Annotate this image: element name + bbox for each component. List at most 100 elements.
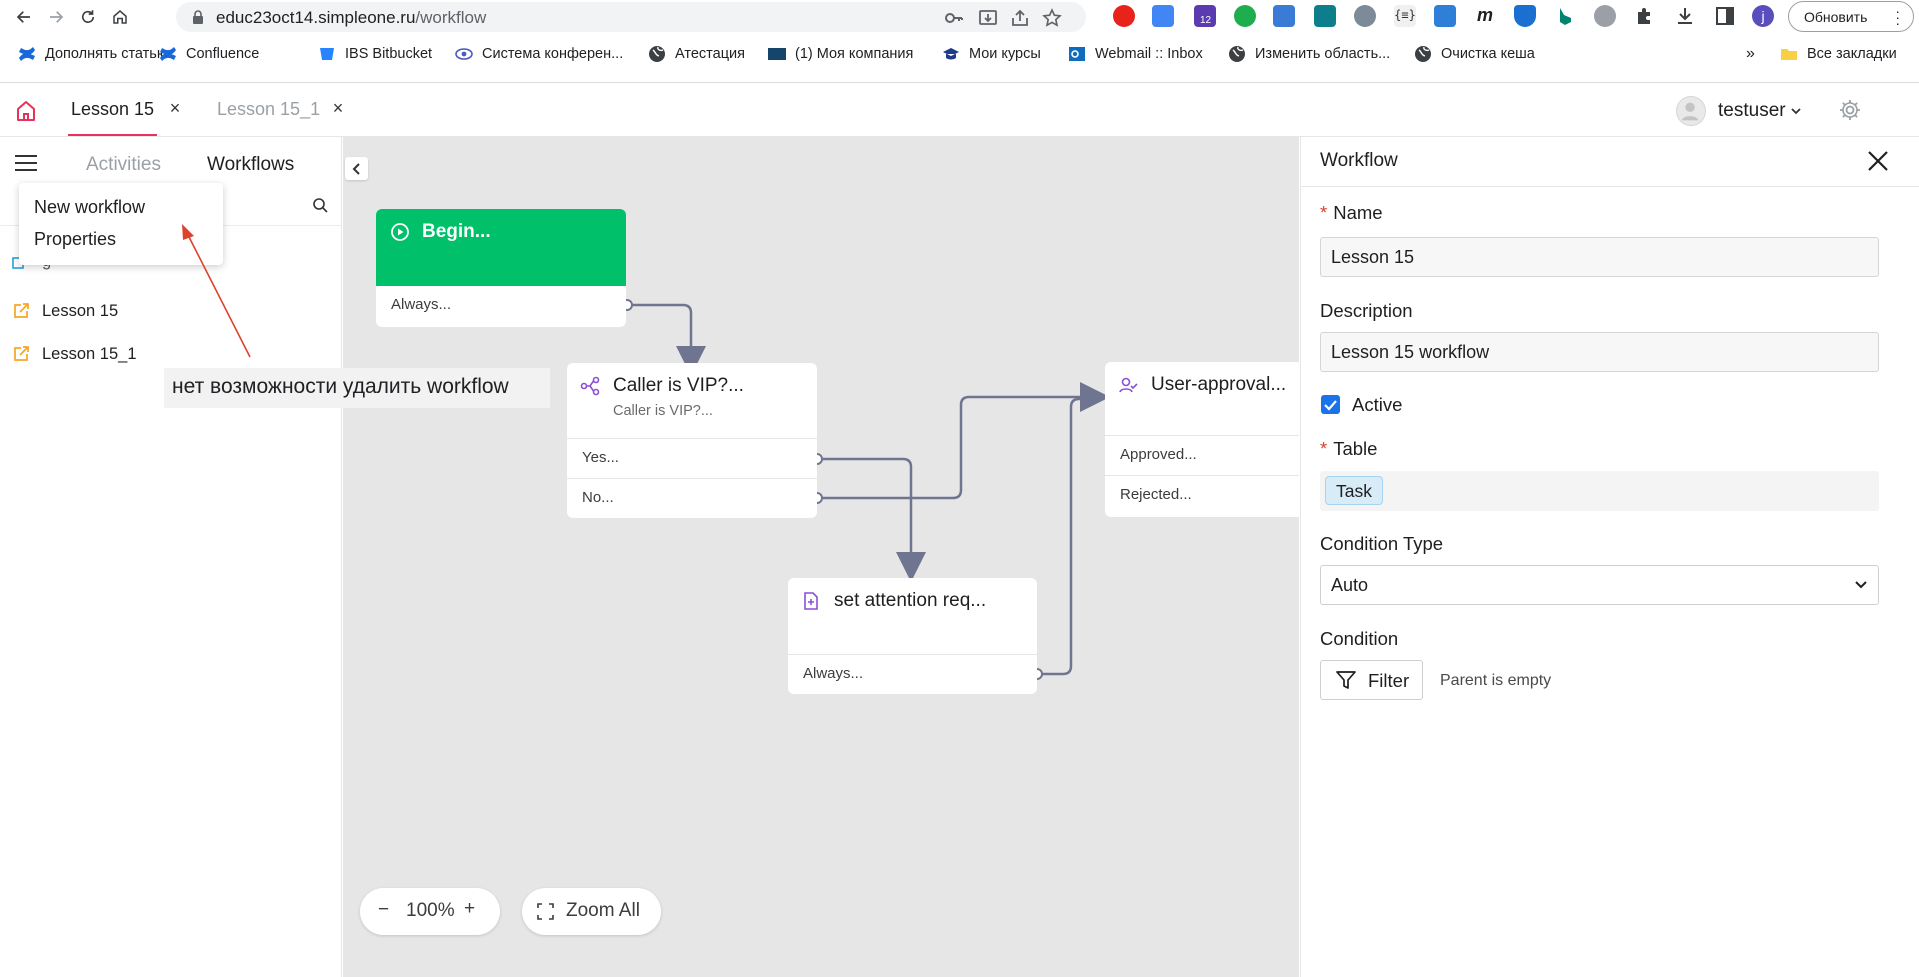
node-row-always: Always...	[391, 296, 452, 313]
bookmarks-bar: Дополнять статью Confluence IBS Bitbucke…	[0, 42, 1919, 66]
bookmark-item[interactable]: Изменить область...	[1228, 42, 1390, 66]
close-icon[interactable]	[1865, 148, 1891, 174]
tab-workflows[interactable]: Workflows	[207, 154, 295, 175]
bing-icon[interactable]	[1554, 5, 1576, 27]
bookmark-item[interactable]: Атестация	[648, 42, 745, 66]
active-label: Active	[1352, 394, 1403, 415]
username: testuser	[1718, 100, 1786, 121]
node-row-approved: Approved...	[1105, 435, 1299, 475]
bookmarks-overflow[interactable]: »	[1746, 45, 1755, 62]
name-label: *Name	[1320, 202, 1383, 223]
connector-yes-set-attention	[817, 457, 926, 582]
zoom-in-button[interactable]: +	[464, 898, 476, 919]
bookmark-item[interactable]: Дополнять статью	[18, 42, 168, 66]
forward-icon[interactable]	[44, 5, 68, 29]
connector-no-user-approval	[817, 382, 1110, 500]
node-title: Caller is VIP?...	[613, 375, 744, 396]
play-circle-icon	[391, 223, 409, 241]
tab-lesson-15-1[interactable]: Lesson 15_1	[217, 99, 321, 119]
bookmark-item[interactable]: Система конферен...	[455, 42, 623, 66]
name-field[interactable]: Lesson 15	[1320, 237, 1879, 277]
address-bar[interactable]: educ23oct14.simpleone.ru/workflow	[176, 2, 1086, 32]
all-bookmarks[interactable]: Все закладки	[1780, 42, 1897, 66]
node-user-approval[interactable]: User-approval... Approved... Rejected...	[1105, 362, 1299, 517]
side-panel-icon[interactable]	[1714, 5, 1736, 27]
reload-icon[interactable]	[76, 5, 100, 29]
globe-extension-icon[interactable]	[1594, 5, 1616, 27]
play-extension-icon[interactable]	[1234, 5, 1256, 27]
bookmark-item[interactable]: Мои курсы	[942, 42, 1041, 66]
sheet-extension-icon[interactable]	[1273, 5, 1295, 27]
condition-type-select[interactable]: Auto	[1320, 565, 1879, 605]
node-title: Begin...	[422, 221, 491, 242]
install-icon[interactable]	[978, 8, 998, 28]
zoom-control: − 100% +	[360, 888, 500, 935]
tab-lesson-15[interactable]: Lesson 15	[71, 99, 155, 119]
node-row-no: No...	[567, 478, 817, 518]
bookmark-item[interactable]: IBS Bitbucket	[318, 42, 432, 66]
collapse-panel-button[interactable]	[345, 157, 368, 180]
node-begin[interactable]: Begin... Always...	[376, 209, 626, 327]
connector-begin-caller	[627, 303, 706, 376]
tab-activities[interactable]: Activities	[86, 154, 161, 175]
node-row-rejected: Rejected...	[1105, 475, 1299, 515]
browser-toolbar: educ23oct14.simpleone.ru/workflow 12 {≡}…	[0, 0, 1919, 34]
gear-icon[interactable]	[1838, 98, 1862, 122]
json-extension-icon[interactable]: {≡}	[1394, 5, 1416, 27]
extensions-puzzle-icon[interactable]	[1634, 5, 1656, 27]
user-menu[interactable]: testuser	[1676, 96, 1802, 126]
list-item[interactable]: Lesson 15	[12, 299, 118, 323]
bookmark-item[interactable]: Confluence	[159, 42, 259, 66]
menu-item-properties[interactable]: Properties	[34, 229, 117, 249]
hamburger-menu-icon[interactable]	[15, 155, 37, 171]
begin-header	[376, 209, 626, 286]
node-caller-is-vip[interactable]: Caller is VIP?... Caller is VIP?... Yes.…	[567, 363, 817, 518]
blue-extension-icon[interactable]	[1434, 5, 1456, 27]
download-icon[interactable]	[1674, 5, 1696, 27]
globe-icon	[1229, 46, 1245, 62]
m-italic-extension-icon[interactable]: m	[1474, 5, 1496, 27]
filter-button[interactable]: Filter	[1320, 660, 1423, 700]
table-chip[interactable]: Task	[1325, 476, 1383, 505]
update-button[interactable]: Обновить ···	[1788, 1, 1914, 32]
home-icon[interactable]	[14, 99, 38, 123]
menu-item-new-workflow[interactable]: New workflow	[34, 197, 146, 217]
table-field[interactable]: Task	[1320, 471, 1879, 511]
description-field[interactable]: Lesson 15 workflow	[1320, 332, 1879, 372]
key-icon[interactable]	[944, 8, 964, 28]
cap-extension-icon[interactable]: 12	[1194, 5, 1216, 27]
node-title: set attention req...	[834, 590, 987, 611]
active-checkbox[interactable]	[1321, 395, 1340, 414]
zoom-all-button[interactable]: Zoom All	[522, 888, 661, 935]
opera-icon[interactable]	[1113, 5, 1135, 27]
bookmark-item[interactable]: Очистка кеша	[1414, 42, 1535, 66]
puzzle-extension-icon[interactable]	[1354, 5, 1376, 27]
share-icon[interactable]	[1010, 8, 1030, 28]
profile-avatar[interactable]: j	[1752, 5, 1774, 27]
more-icon[interactable]: ···	[1895, 3, 1900, 31]
zoom-out-button[interactable]: −	[378, 899, 390, 920]
chevron-left-icon	[352, 162, 360, 175]
node-subtitle: Caller is VIP?...	[613, 403, 713, 419]
workflow-canvas[interactable]: Begin... Always... Caller is VIP?... Cal…	[343, 137, 1299, 977]
bookmark-item[interactable]: Webmail :: Inbox	[1068, 42, 1203, 66]
translate-icon[interactable]	[1152, 5, 1174, 27]
star-icon[interactable]	[1042, 8, 1062, 28]
m-extension-icon[interactable]	[1314, 5, 1336, 27]
globe-icon	[1415, 46, 1431, 62]
chevron-down-icon	[1855, 581, 1867, 589]
confluence-icon	[19, 47, 35, 61]
node-set-attention[interactable]: set attention req... Always...	[788, 578, 1037, 694]
shield-extension-icon[interactable]	[1514, 5, 1536, 27]
close-icon[interactable]: ×	[332, 98, 344, 118]
bitbucket-icon	[320, 48, 334, 60]
back-icon[interactable]	[12, 5, 36, 29]
bookmark-item[interactable]: (1) Моя компания	[768, 42, 913, 66]
home-browser-icon[interactable]	[108, 5, 132, 29]
close-icon[interactable]: ×	[169, 98, 181, 118]
table-label: *Table	[1320, 438, 1378, 459]
search-icon[interactable]	[312, 197, 329, 214]
connector-set-attention-user-approval	[1037, 397, 1095, 676]
folder-icon	[1781, 49, 1797, 60]
list-item[interactable]: Lesson 15_1	[12, 342, 137, 366]
